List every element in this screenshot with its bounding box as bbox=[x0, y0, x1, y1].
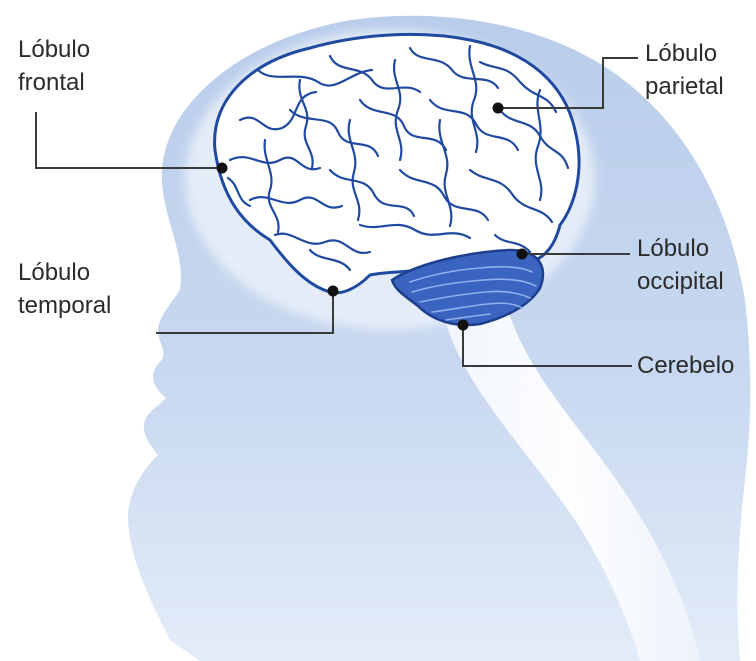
dot-temporal bbox=[328, 286, 339, 297]
label-occipital-line2: occipital bbox=[637, 265, 724, 298]
dot-occipital bbox=[517, 249, 528, 260]
label-frontal-line2: frontal bbox=[18, 66, 90, 99]
dot-frontal bbox=[217, 163, 228, 174]
dot-parietal bbox=[493, 103, 504, 114]
label-cerebelo: Cerebelo bbox=[637, 349, 734, 382]
dot-cerebelo bbox=[458, 320, 469, 331]
label-temporal-line1: Lóbulo bbox=[18, 256, 111, 289]
label-frontal-line1: Lóbulo bbox=[18, 33, 90, 66]
label-occipital-line1: Lóbulo bbox=[637, 232, 724, 265]
label-parietal-line1: Lóbulo bbox=[645, 37, 724, 70]
label-occipital: Lóbulo occipital bbox=[637, 232, 724, 298]
label-temporal: Lóbulo temporal bbox=[18, 256, 111, 322]
label-cerebelo-line1: Cerebelo bbox=[637, 349, 734, 382]
label-frontal: Lóbulo frontal bbox=[18, 33, 90, 99]
label-parietal: Lóbulo parietal bbox=[645, 37, 724, 103]
label-parietal-line2: parietal bbox=[645, 70, 724, 103]
label-temporal-line2: temporal bbox=[18, 289, 111, 322]
